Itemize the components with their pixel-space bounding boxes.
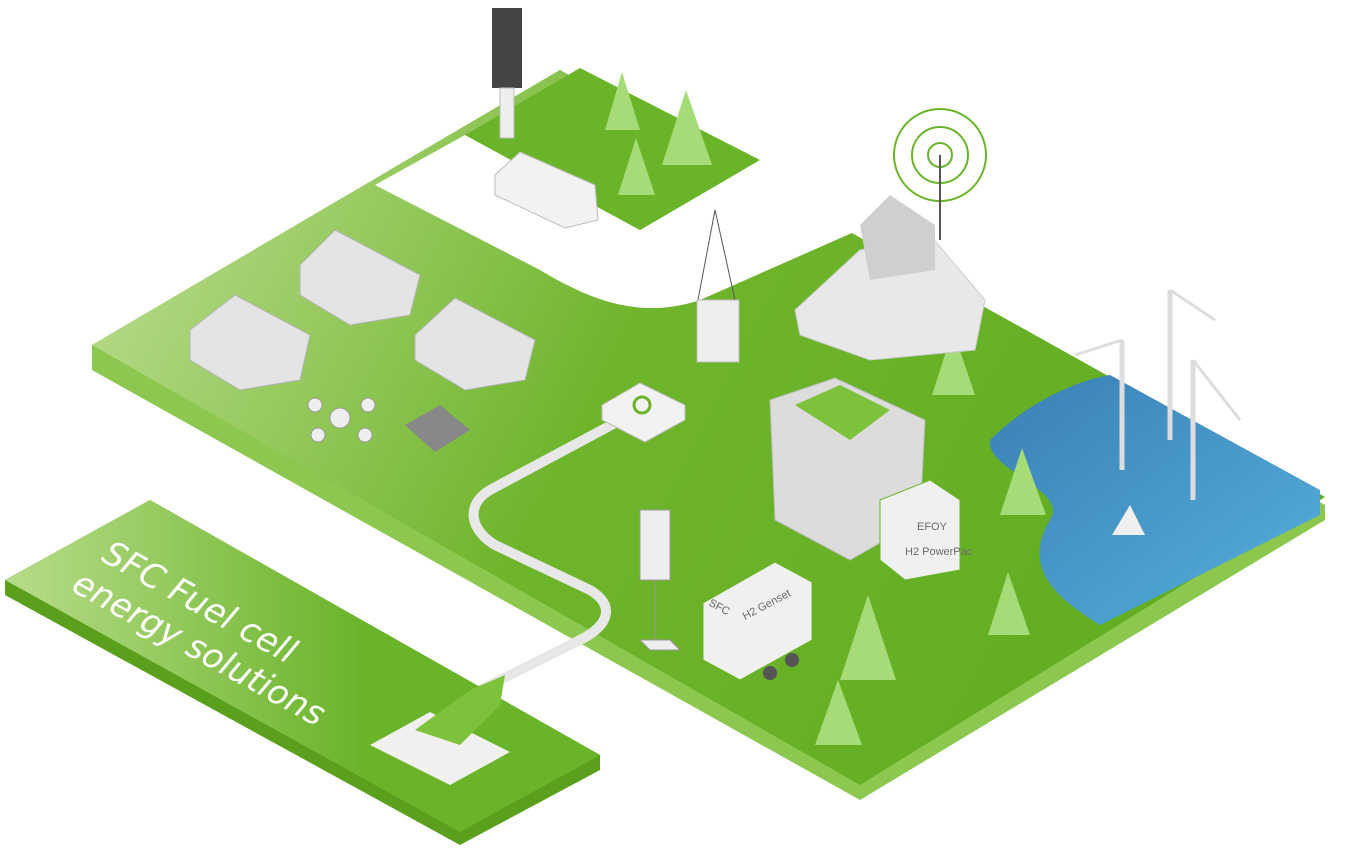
power-icon — [632, 395, 652, 415]
hut — [860, 195, 935, 280]
efoy-label: EFOY — [917, 521, 948, 533]
tower — [696, 209, 740, 363]
solar-panel — [405, 405, 470, 452]
wind-turbines — [1074, 288, 1242, 500]
genset-trailer: H2 Genset SFC — [702, 561, 813, 681]
title-board: SFC Fuel cell energy solutions — [5, 500, 600, 845]
power-cable — [468, 410, 633, 695]
efoy-unit: EFOY H2 PowerPac — [879, 479, 973, 581]
drone — [307, 397, 376, 443]
tents — [189, 229, 536, 391]
charging-station — [492, 8, 522, 139]
van — [494, 151, 599, 229]
upper-field — [465, 68, 760, 230]
turret-icon — [415, 675, 505, 745]
lake — [989, 375, 1320, 625]
trees — [605, 72, 1046, 745]
antenna-signal-icon — [893, 108, 987, 240]
powerpac-label: H2 PowerPac — [905, 546, 973, 558]
platform-base — [370, 712, 510, 785]
cell-tower — [638, 509, 682, 651]
buoy — [1112, 505, 1145, 535]
